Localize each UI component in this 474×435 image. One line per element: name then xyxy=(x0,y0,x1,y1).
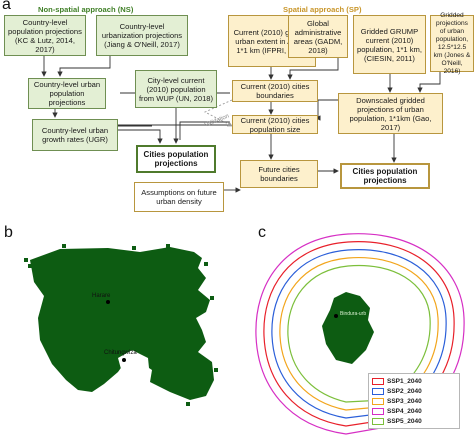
legend-swatch-ssp3 xyxy=(372,397,384,405)
panel-b-letter: b xyxy=(4,224,13,241)
legend-swatch-ssp1 xyxy=(372,377,384,385)
sp-future-cities-boundaries: Future cities boundaries xyxy=(240,160,318,188)
map-label-bindura: Bindura-urb xyxy=(340,311,367,317)
sp-current-population-size: Current (2010) cities population size xyxy=(232,115,318,134)
map-label-harare: Harare xyxy=(92,293,111,299)
legend-swatch-ssp4 xyxy=(372,407,384,415)
ns-country-population-projections: Country-level population projections (KC… xyxy=(4,15,86,56)
sp-gadm: Global administrative areas (GADM, 2018) xyxy=(288,15,348,58)
map-label-chitungwiza: Chitungwiza xyxy=(104,350,137,356)
sp-gridded-urban-projections: Gridded projections of urban population,… xyxy=(430,12,474,75)
legend-item-ssp3: SSP3_2040 xyxy=(372,396,422,406)
legend-item-ssp1: SSP1_2040 xyxy=(372,376,422,386)
legend-label-ssp2: SSP2_2040 xyxy=(387,387,422,395)
sp-current-cities-boundaries: Current (2010) cities boundaries xyxy=(232,80,318,102)
legend-label-ssp5: SSP5_2040 xyxy=(387,417,422,425)
legend-swatch-ssp5 xyxy=(372,417,384,425)
sp-header: Spatial approach (SP) xyxy=(283,5,362,14)
legend-label-ssp4: SSP4_2040 xyxy=(387,407,422,415)
panel-a-letter: a xyxy=(2,0,11,13)
legend-item-ssp5: SSP5_2040 xyxy=(372,416,422,426)
ns-urban-growth-rates: Country-level urban growth rates (UGR) xyxy=(32,119,118,151)
legend-label-ssp1: SSP1_2040 xyxy=(387,377,422,385)
ns-city-current-population: City-level current (2010) population fro… xyxy=(135,70,217,108)
legend-swatch-ssp2 xyxy=(372,387,384,395)
ns-header: Non-spatial approach (NS) xyxy=(38,5,134,14)
ns-country-urbanization-projections: Country-level urbanization projections (… xyxy=(96,15,188,56)
panel-c-letter: c xyxy=(258,224,266,241)
ns-country-urban-population-projections: Country-level urban population projectio… xyxy=(28,78,106,109)
legend-label-ssp3: SSP3_2040 xyxy=(387,397,422,405)
sp-cities-population-projections: Cities population projections xyxy=(340,163,430,189)
legend-item-ssp4: SSP4_2040 xyxy=(372,406,422,416)
ns-cities-population-projections: Cities population projections xyxy=(136,145,216,173)
legend-item-ssp2: SSP2_2040 xyxy=(372,386,422,396)
ssp-legend: SSP1_2040 SSP2_2040 SSP3_2040 SSP4_2040 … xyxy=(368,373,460,429)
sp-downscaled-projections: Downscaled gridded projections of urban … xyxy=(338,93,443,134)
assumptions-urban-density: Assumptions on future urban density xyxy=(134,182,224,212)
sp-grump-population: Gridded GRUMP current (2010) population,… xyxy=(353,15,426,74)
